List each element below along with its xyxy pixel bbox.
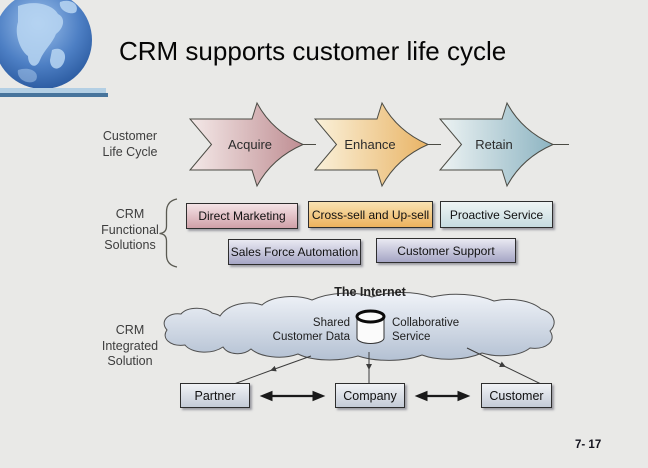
box-partner-label: Partner — [194, 388, 236, 403]
functional-row-label: CRM Functional Solutions — [101, 207, 159, 252]
page-number: 7- 17 — [575, 439, 602, 451]
partner-company-arrow — [259, 390, 326, 402]
logo-underline-dark — [0, 93, 108, 97]
integrated-row-label: CRM Integrated Solution — [101, 323, 159, 368]
box-cross-sell-up-sell: Cross-sell and Up-sell — [308, 201, 433, 228]
globe-logo-icon — [0, 0, 108, 97]
box-sales-force-automation-label: Sales Force Automation — [230, 245, 359, 259]
box-proactive-service: Proactive Service — [440, 201, 553, 228]
box-proactive-service-label: Proactive Service — [449, 207, 544, 222]
box-company: Company — [335, 383, 405, 408]
enhance-arrow-label: Enhance — [344, 137, 396, 152]
box-company-label: Company — [343, 388, 397, 403]
enhance-arrow-shape — [313, 101, 430, 188]
acquire-arrow-shape — [188, 101, 305, 188]
database-cylinder-icon — [355, 309, 386, 344]
collaborative-service-label: Collaborative Service — [392, 317, 460, 343]
box-partner: Partner — [180, 383, 250, 408]
box-customer-label: Customer — [489, 388, 544, 403]
box-direct-marketing: Direct Marketing — [186, 203, 298, 229]
acquire-arrow-label: Acquire — [227, 137, 273, 152]
globe-continents — [16, 0, 77, 83]
box-customer-support-label: Customer Support — [397, 243, 495, 258]
company-customer-arrow — [414, 390, 471, 402]
box-sales-force-automation: Sales Force Automation — [228, 239, 361, 265]
lifecycle-row-label: Customer Life Cycle — [102, 129, 158, 159]
cloud-partner-connector — [233, 355, 312, 385]
internet-label: The Internet — [334, 285, 406, 299]
slide-title: CRM supports customer life cycle — [119, 36, 507, 66]
functional-brace — [159, 198, 178, 268]
box-cross-sell-up-sell-label: Cross-sell and Up-sell — [311, 207, 430, 222]
box-customer: Customer — [481, 383, 552, 408]
cloud-customer-connector — [466, 347, 542, 385]
shared-customer-data-label: Shared Customer Data — [272, 317, 350, 343]
box-direct-marketing-label: Direct Marketing — [198, 209, 286, 223]
retain-arrow-label: Retain — [475, 137, 513, 152]
retain-arrow-shape — [438, 101, 555, 188]
logo-underline-light — [0, 88, 106, 93]
box-customer-support: Customer Support — [376, 238, 516, 263]
